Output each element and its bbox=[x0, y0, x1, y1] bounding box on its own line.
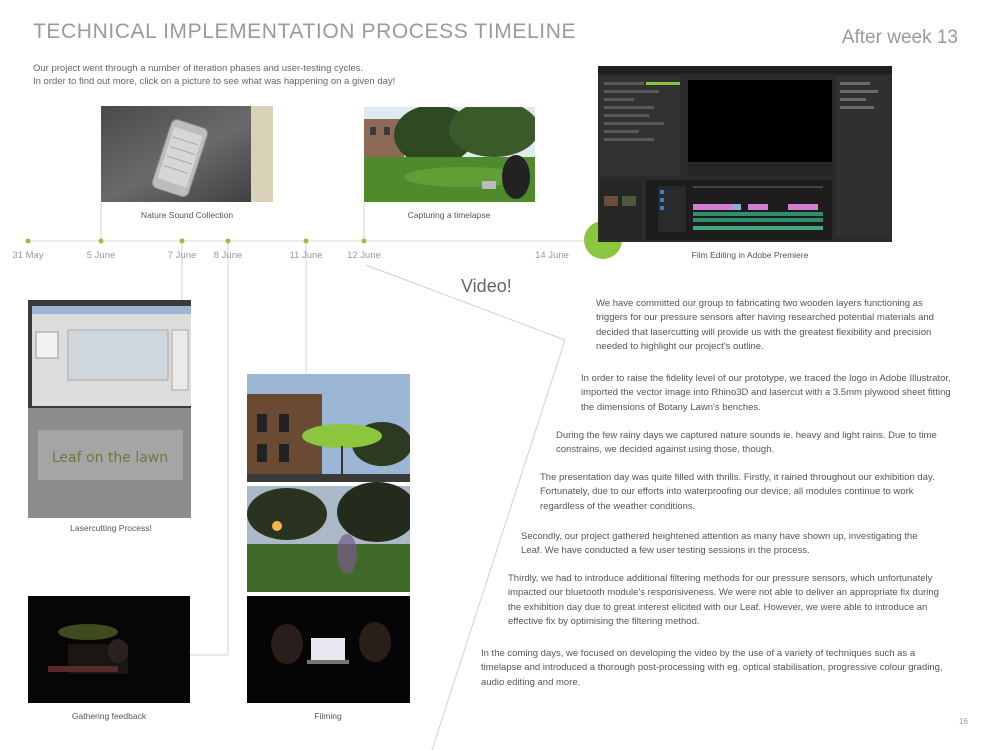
date-label-12-june: 12 June bbox=[347, 250, 381, 261]
date-label-11-june: 11 June bbox=[289, 250, 323, 261]
intro-line-2: In order to find out more, click on a pi… bbox=[33, 76, 396, 87]
caption-filming: Filming bbox=[314, 711, 342, 721]
caption-timelapse: Capturing a timelapse bbox=[407, 210, 491, 220]
paragraph-fidelity: In order to raise the fidelity level of … bbox=[581, 373, 951, 413]
video-line-lower bbox=[431, 339, 566, 750]
dot-7-june bbox=[179, 238, 185, 244]
page-number: 16 bbox=[959, 717, 968, 726]
dot-8-june bbox=[225, 238, 231, 244]
caption-nature-sound: Nature Sound Collection bbox=[140, 210, 234, 220]
paragraph-attention: Secondly, our project gathered heightene… bbox=[521, 531, 918, 557]
caption-premiere: Film Editing in Adobe Premiere bbox=[691, 250, 809, 260]
caption-feedback: Gathering feedback bbox=[71, 711, 147, 721]
dot-11-june bbox=[303, 238, 309, 244]
timeline-dots bbox=[25, 238, 367, 244]
stem-8-june bbox=[190, 241, 229, 656]
dot-12-june bbox=[361, 238, 367, 244]
page-title: TECHNICAL IMPLEMENTATION PROCESS TIMELIN… bbox=[33, 20, 577, 43]
photo-lasercut[interactable]: Leaf on the lawn bbox=[28, 300, 191, 518]
photo-timelapse[interactable] bbox=[364, 107, 535, 202]
dot-31-may bbox=[25, 238, 31, 244]
paragraph-video-development: In the coming days, we focused on develo… bbox=[481, 648, 943, 688]
caption-lasercut: Lasercutting Process! bbox=[70, 523, 152, 533]
paragraph-lasercutting: We have committed our group to fabricati… bbox=[596, 298, 934, 352]
paragraph-filtering: Thirdly, we had to introduce additional … bbox=[508, 573, 939, 627]
week-label: After week 13 bbox=[841, 27, 958, 48]
paragraph-rainy-days: During the few rainy days we captured na… bbox=[556, 430, 937, 456]
dot-5-june bbox=[98, 238, 104, 244]
intro-text: Our project went through a number of ite… bbox=[33, 62, 395, 88]
date-label-14-june: 14 June bbox=[535, 250, 569, 261]
date-label-7-june: 7 June bbox=[167, 250, 197, 261]
photo-nature-sound[interactable] bbox=[101, 106, 273, 202]
photo-filming[interactable] bbox=[247, 374, 410, 703]
date-label-5-june: 5 June bbox=[86, 250, 116, 261]
lasercut-logo-text: Leaf on the lawn bbox=[52, 450, 168, 466]
video-line-upper bbox=[365, 264, 566, 341]
photo-premiere[interactable] bbox=[598, 66, 892, 242]
photo-feedback[interactable] bbox=[28, 596, 190, 703]
intro-line-1: Our project went through a number of ite… bbox=[33, 63, 364, 74]
date-label-31-may: 31 May bbox=[12, 250, 44, 261]
paragraph-presentation-day: The presentation day was quite filled wi… bbox=[540, 472, 935, 512]
video-label[interactable]: Video! bbox=[461, 276, 512, 296]
date-label-8-june: 8 June bbox=[213, 250, 243, 261]
